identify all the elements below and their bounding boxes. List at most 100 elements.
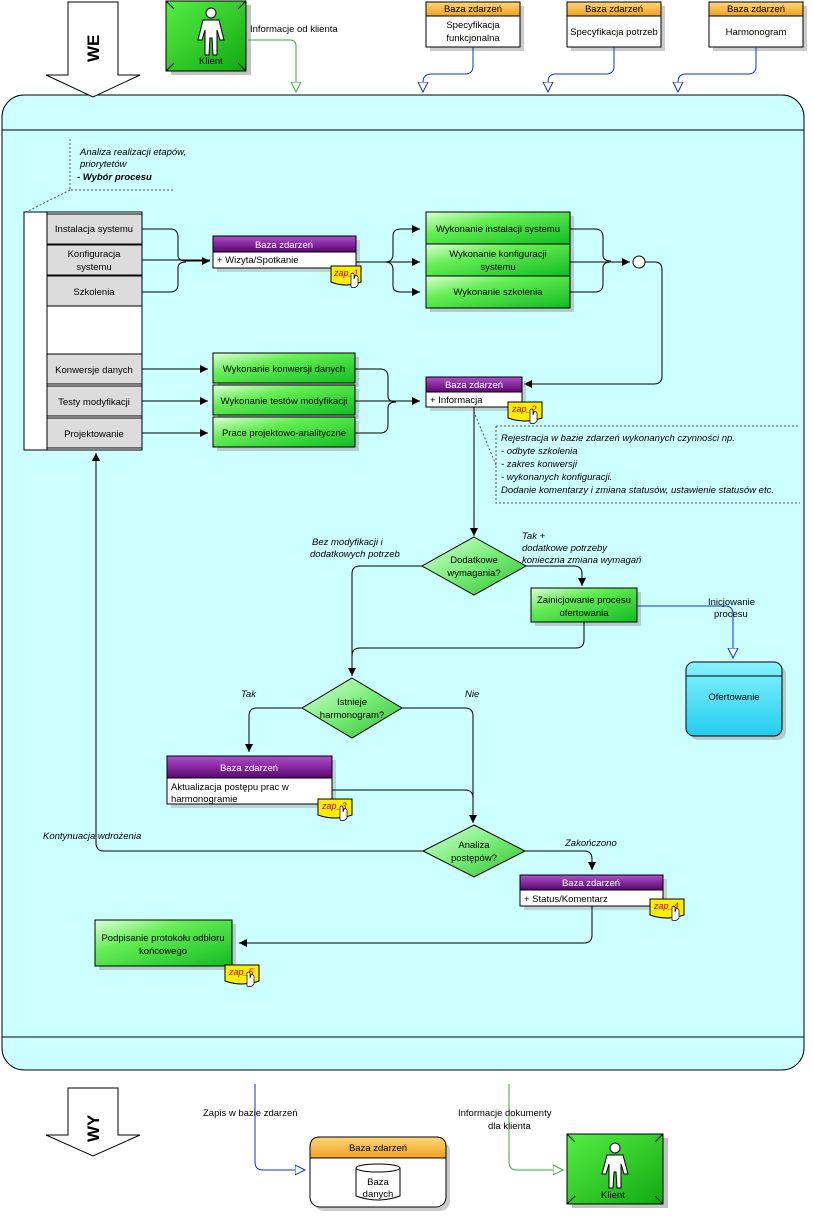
task-projektowe-label: Prace projektowo-analityczne xyxy=(222,428,346,439)
client-info-flow xyxy=(248,39,296,92)
zap1-label: zap_1 xyxy=(333,268,359,278)
label-init-l2: procesu xyxy=(714,609,748,620)
note-process-selection: Analiza realizacji etapów, priorytetów -… xyxy=(25,139,186,213)
menu-szkolenia-label: Szkolenia xyxy=(73,287,115,298)
footer-db-box[interactable]: Baza zdarzeń Baza danych xyxy=(309,1136,450,1211)
db-wizyta[interactable]: Baza zdarzeń + Wizyta/Spotkanie xyxy=(212,235,360,272)
task-podpisanie-l1: Podpisanie protokołu odbioru xyxy=(101,933,224,944)
task-instalacja[interactable]: Wykonanie instalacji systemu xyxy=(425,211,574,248)
label-tak2: Tak xyxy=(241,689,257,700)
input-schedule[interactable]: Baza zdarzeń Harmonogram xyxy=(708,1,807,51)
menu-szkolenia[interactable]: Szkolenia xyxy=(46,275,143,307)
output-info-flow xyxy=(508,1084,563,1170)
task-konfiguracja-l2: systemu xyxy=(480,262,515,273)
db-aktualizacja[interactable]: Baza zdarzeń Aktualizacja postępu prac w… xyxy=(166,755,336,808)
zap2-badge[interactable]: zap_2 xyxy=(507,401,543,425)
zap4-badge[interactable]: zap_4 xyxy=(649,898,685,922)
subprocess-ofertowanie[interactable]: Ofertowanie xyxy=(685,661,786,740)
task-zainicjowanie-l1: Zainicjowanie procesu xyxy=(537,595,631,606)
input1-line2: funkcjonalna xyxy=(446,33,500,44)
db-aktualizacja-l1: Aktualizacja postępu prac w xyxy=(171,782,289,793)
zap4-label: zap_4 xyxy=(653,901,679,911)
client-bottom[interactable]: Klient xyxy=(566,1133,668,1208)
label-kontynuacja: Kontynuacja wdrożenia xyxy=(43,831,141,842)
input-spec-functional[interactable]: Baza zdarzeń Specyfikacja funkcjonalna xyxy=(425,1,524,51)
zap1-badge[interactable]: zap_1 xyxy=(330,265,362,289)
note-reg-line3: - zakres konwersji xyxy=(501,459,578,470)
db-wizyta-header: Baza zdarzeń xyxy=(255,240,313,251)
database-icon xyxy=(355,1163,401,1201)
label-zakonczono: Zakończono xyxy=(564,838,617,849)
ofertowanie-label: Ofertowanie xyxy=(708,692,759,703)
task-szkolenie[interactable]: Wykonanie szkolenia xyxy=(425,275,574,312)
input-arrow-we: WE xyxy=(45,1,141,98)
task-konwersja[interactable]: Wykonanie konwersji danych xyxy=(212,352,359,387)
menu-konwersje-label: Konwersje danych xyxy=(55,365,133,376)
hand-cursor-icon xyxy=(246,971,255,988)
wy-label: WY xyxy=(84,1114,103,1142)
task-testy-label: Wykonanie testów modyfikacji xyxy=(221,396,348,407)
input3-label: Harmonogram xyxy=(726,27,787,38)
task-testy[interactable]: Wykonanie testów modyfikacji xyxy=(212,384,359,419)
task-zainicjowanie[interactable]: Zainicjowanie procesu ofertowania xyxy=(530,587,641,626)
menu-testy[interactable]: Testy modyfikacji xyxy=(46,385,143,417)
note-top-line2: priorytetów xyxy=(79,159,128,170)
label-init-l1: Inicjowanie xyxy=(708,597,755,608)
note-reg-line4: - wykonanych konfiguracji. xyxy=(501,472,612,483)
we-label: WE xyxy=(84,35,103,62)
zap3-badge[interactable]: zap_3 xyxy=(317,798,353,822)
db-informacja-header: Baza zdarzeń xyxy=(445,380,503,391)
output-zapis-flow xyxy=(254,1084,305,1170)
decision-analiza-postepow[interactable]: Analiza postępów? xyxy=(421,824,527,878)
menu-instalacja-label: Instalacja systemu xyxy=(55,224,133,235)
client-top[interactable]: Klient xyxy=(165,0,251,75)
menu-instalacja[interactable]: Instalacja systemu xyxy=(46,213,143,245)
decision3-l2: postępów? xyxy=(451,853,497,864)
client-top-label: Klient xyxy=(199,56,223,67)
menu-konwersje[interactable]: Konwersje danych xyxy=(46,353,143,385)
db-status[interactable]: Baza zdarzeń + Status/Komentarz xyxy=(519,874,667,910)
decision2-l1: Istnieje xyxy=(337,697,367,708)
task-konfiguracja-l1: Wykonanie konfiguracji xyxy=(449,249,547,260)
label-tak1-l3: konieczna zmiana wymagań xyxy=(522,555,641,566)
footer-info-l2: dla klienta xyxy=(488,1121,531,1132)
footer-zapis-label: Zapis w bazie zdarzeń xyxy=(203,1108,298,1119)
task-szkolenie-label: Wykonanie szkolenia xyxy=(453,287,543,298)
task-zainicjowanie-l2: ofertowania xyxy=(559,608,609,619)
zap5-badge[interactable]: zap_5 xyxy=(224,964,260,988)
footer-db-l2: danych xyxy=(363,1189,394,1200)
person-icon xyxy=(601,1142,629,1189)
note-top-line1: Analiza realizacji etapów, xyxy=(79,147,186,158)
task-instalacja-label: Wykonanie instalacji systemu xyxy=(436,224,560,235)
hand-cursor-icon xyxy=(671,905,680,922)
note-top-line3: - Wybór procesu xyxy=(77,172,152,183)
footer-db-l1: Baza xyxy=(367,1177,389,1188)
task-podpisanie[interactable]: Podpisanie protokołu odbioru końcowego xyxy=(94,919,236,970)
decision-istnieje-harmonogram[interactable]: Istnieje harmonogram? xyxy=(301,677,403,739)
input2-header: Baza zdarzeń xyxy=(585,4,643,15)
task-projektowe[interactable]: Prace projektowo-analityczne xyxy=(212,416,359,451)
input3-header: Baza zdarzeń xyxy=(727,4,785,15)
menu-konfiguracja[interactable]: Konfiguracja systemu xyxy=(46,244,143,276)
output-arrow-wy: WY xyxy=(45,1087,141,1157)
process-pool xyxy=(1,94,805,1071)
db-aktualizacja-header: Baza zdarzeń xyxy=(220,763,278,774)
task-konwersja-label: Wykonanie konwersji danych xyxy=(223,364,345,375)
menu-projektowanie[interactable]: Projektowanie xyxy=(46,417,143,449)
decision-dodatkowe-wymagania[interactable]: Dodatkowe wymagania? xyxy=(420,536,528,596)
label-nie: Nie xyxy=(465,689,479,700)
task-konfiguracja[interactable]: Wykonanie konfiguracji systemu xyxy=(425,243,574,280)
footer-info-l1: Informacje dokumenty xyxy=(458,1108,552,1119)
decision1-l1: Dodatkowe xyxy=(450,555,498,566)
input2-label: Specyfikacja potrzeb xyxy=(570,27,658,38)
input2-flow xyxy=(548,47,615,92)
menu-konfiguracja-l1: Konfiguracja xyxy=(68,249,122,260)
note-registration: Rejestracja w bazie zdarzeń wykonanych c… xyxy=(473,411,800,504)
input-spec-needs[interactable]: Baza zdarzeń Specyfikacja potrzeb xyxy=(566,1,665,51)
menu-projektowanie-label: Projektowanie xyxy=(64,429,124,440)
hand-cursor-icon xyxy=(350,272,359,289)
client-bottom-label: Klient xyxy=(601,1190,625,1201)
decision2-l2: harmonogram? xyxy=(320,710,384,721)
input3-flow xyxy=(678,47,757,92)
